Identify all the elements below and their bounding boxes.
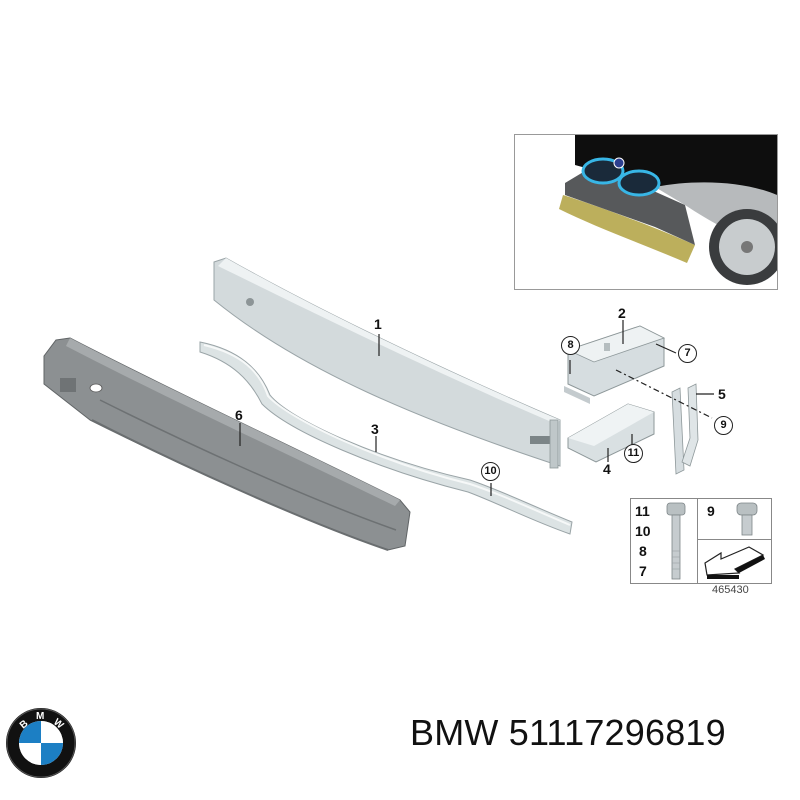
svg-text:M: M bbox=[36, 711, 44, 722]
callout-4[interactable]: 4 bbox=[603, 461, 611, 477]
part-4-lower-bracket[interactable] bbox=[567, 403, 655, 463]
part-5-mounting-bracket[interactable] bbox=[671, 383, 699, 475]
part-1-bumper-carrier[interactable] bbox=[213, 257, 561, 469]
part-3-reinforcement-strip[interactable] bbox=[199, 341, 573, 535]
parts-diagram bbox=[43, 257, 714, 551]
drawing-number: 465430 bbox=[712, 584, 749, 596]
direction-arrow-icon bbox=[704, 546, 765, 579]
part-number-caption: BMW 51117296819 bbox=[410, 712, 726, 753]
bmw-logo-icon: B M W bbox=[6, 708, 76, 778]
legend-ref-9: 9 bbox=[707, 503, 715, 519]
callout-10[interactable]: 10 bbox=[481, 462, 500, 481]
legend-ref-7: 7 bbox=[639, 563, 647, 579]
part-2-crash-box[interactable] bbox=[564, 325, 666, 404]
legend-divider-horizontal bbox=[697, 539, 771, 540]
callout-1[interactable]: 1 bbox=[374, 316, 382, 332]
callout-8[interactable]: 8 bbox=[561, 336, 580, 355]
callout-11[interactable]: 11 bbox=[624, 444, 643, 463]
long-bolt-icon bbox=[666, 502, 686, 580]
callout-3[interactable]: 3 bbox=[371, 421, 379, 437]
callout-5[interactable]: 5 bbox=[718, 386, 726, 402]
callout-9[interactable]: 9 bbox=[714, 416, 733, 435]
hardware-legend: 11 10 8 7 9 bbox=[630, 498, 772, 584]
leader-lines bbox=[239, 320, 714, 496]
legend-ref-10: 10 bbox=[635, 523, 651, 539]
legend-divider-vertical bbox=[697, 499, 698, 583]
part-6-energy-absorber[interactable] bbox=[43, 337, 411, 551]
vehicle-location-inset bbox=[514, 134, 778, 290]
callout-7[interactable]: 7 bbox=[678, 344, 697, 363]
legend-ref-11: 11 bbox=[635, 503, 650, 519]
vehicle-front-illustration bbox=[559, 135, 777, 285]
callout-6[interactable]: 6 bbox=[235, 407, 243, 423]
short-screw-icon bbox=[736, 502, 758, 536]
callout-2[interactable]: 2 bbox=[618, 305, 626, 321]
legend-ref-8: 8 bbox=[639, 543, 647, 559]
